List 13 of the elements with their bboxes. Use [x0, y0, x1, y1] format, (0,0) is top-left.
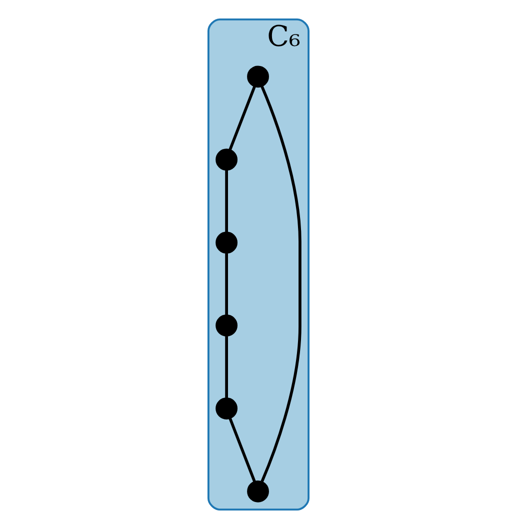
- node-circle: [246, 66, 268, 88]
- connector: [228, 418, 256, 482]
- cluster: C₆: [206, 18, 310, 510]
- node-circle: [215, 314, 238, 336]
- node-circle: [246, 480, 268, 502]
- connector: [224, 253, 228, 315]
- connector: [228, 86, 256, 150]
- node-circle: [215, 232, 238, 254]
- connector: [224, 336, 228, 398]
- connector: [260, 86, 301, 482]
- node-circle: [215, 398, 238, 420]
- connector: [224, 170, 228, 232]
- node-circle: [215, 148, 238, 171]
